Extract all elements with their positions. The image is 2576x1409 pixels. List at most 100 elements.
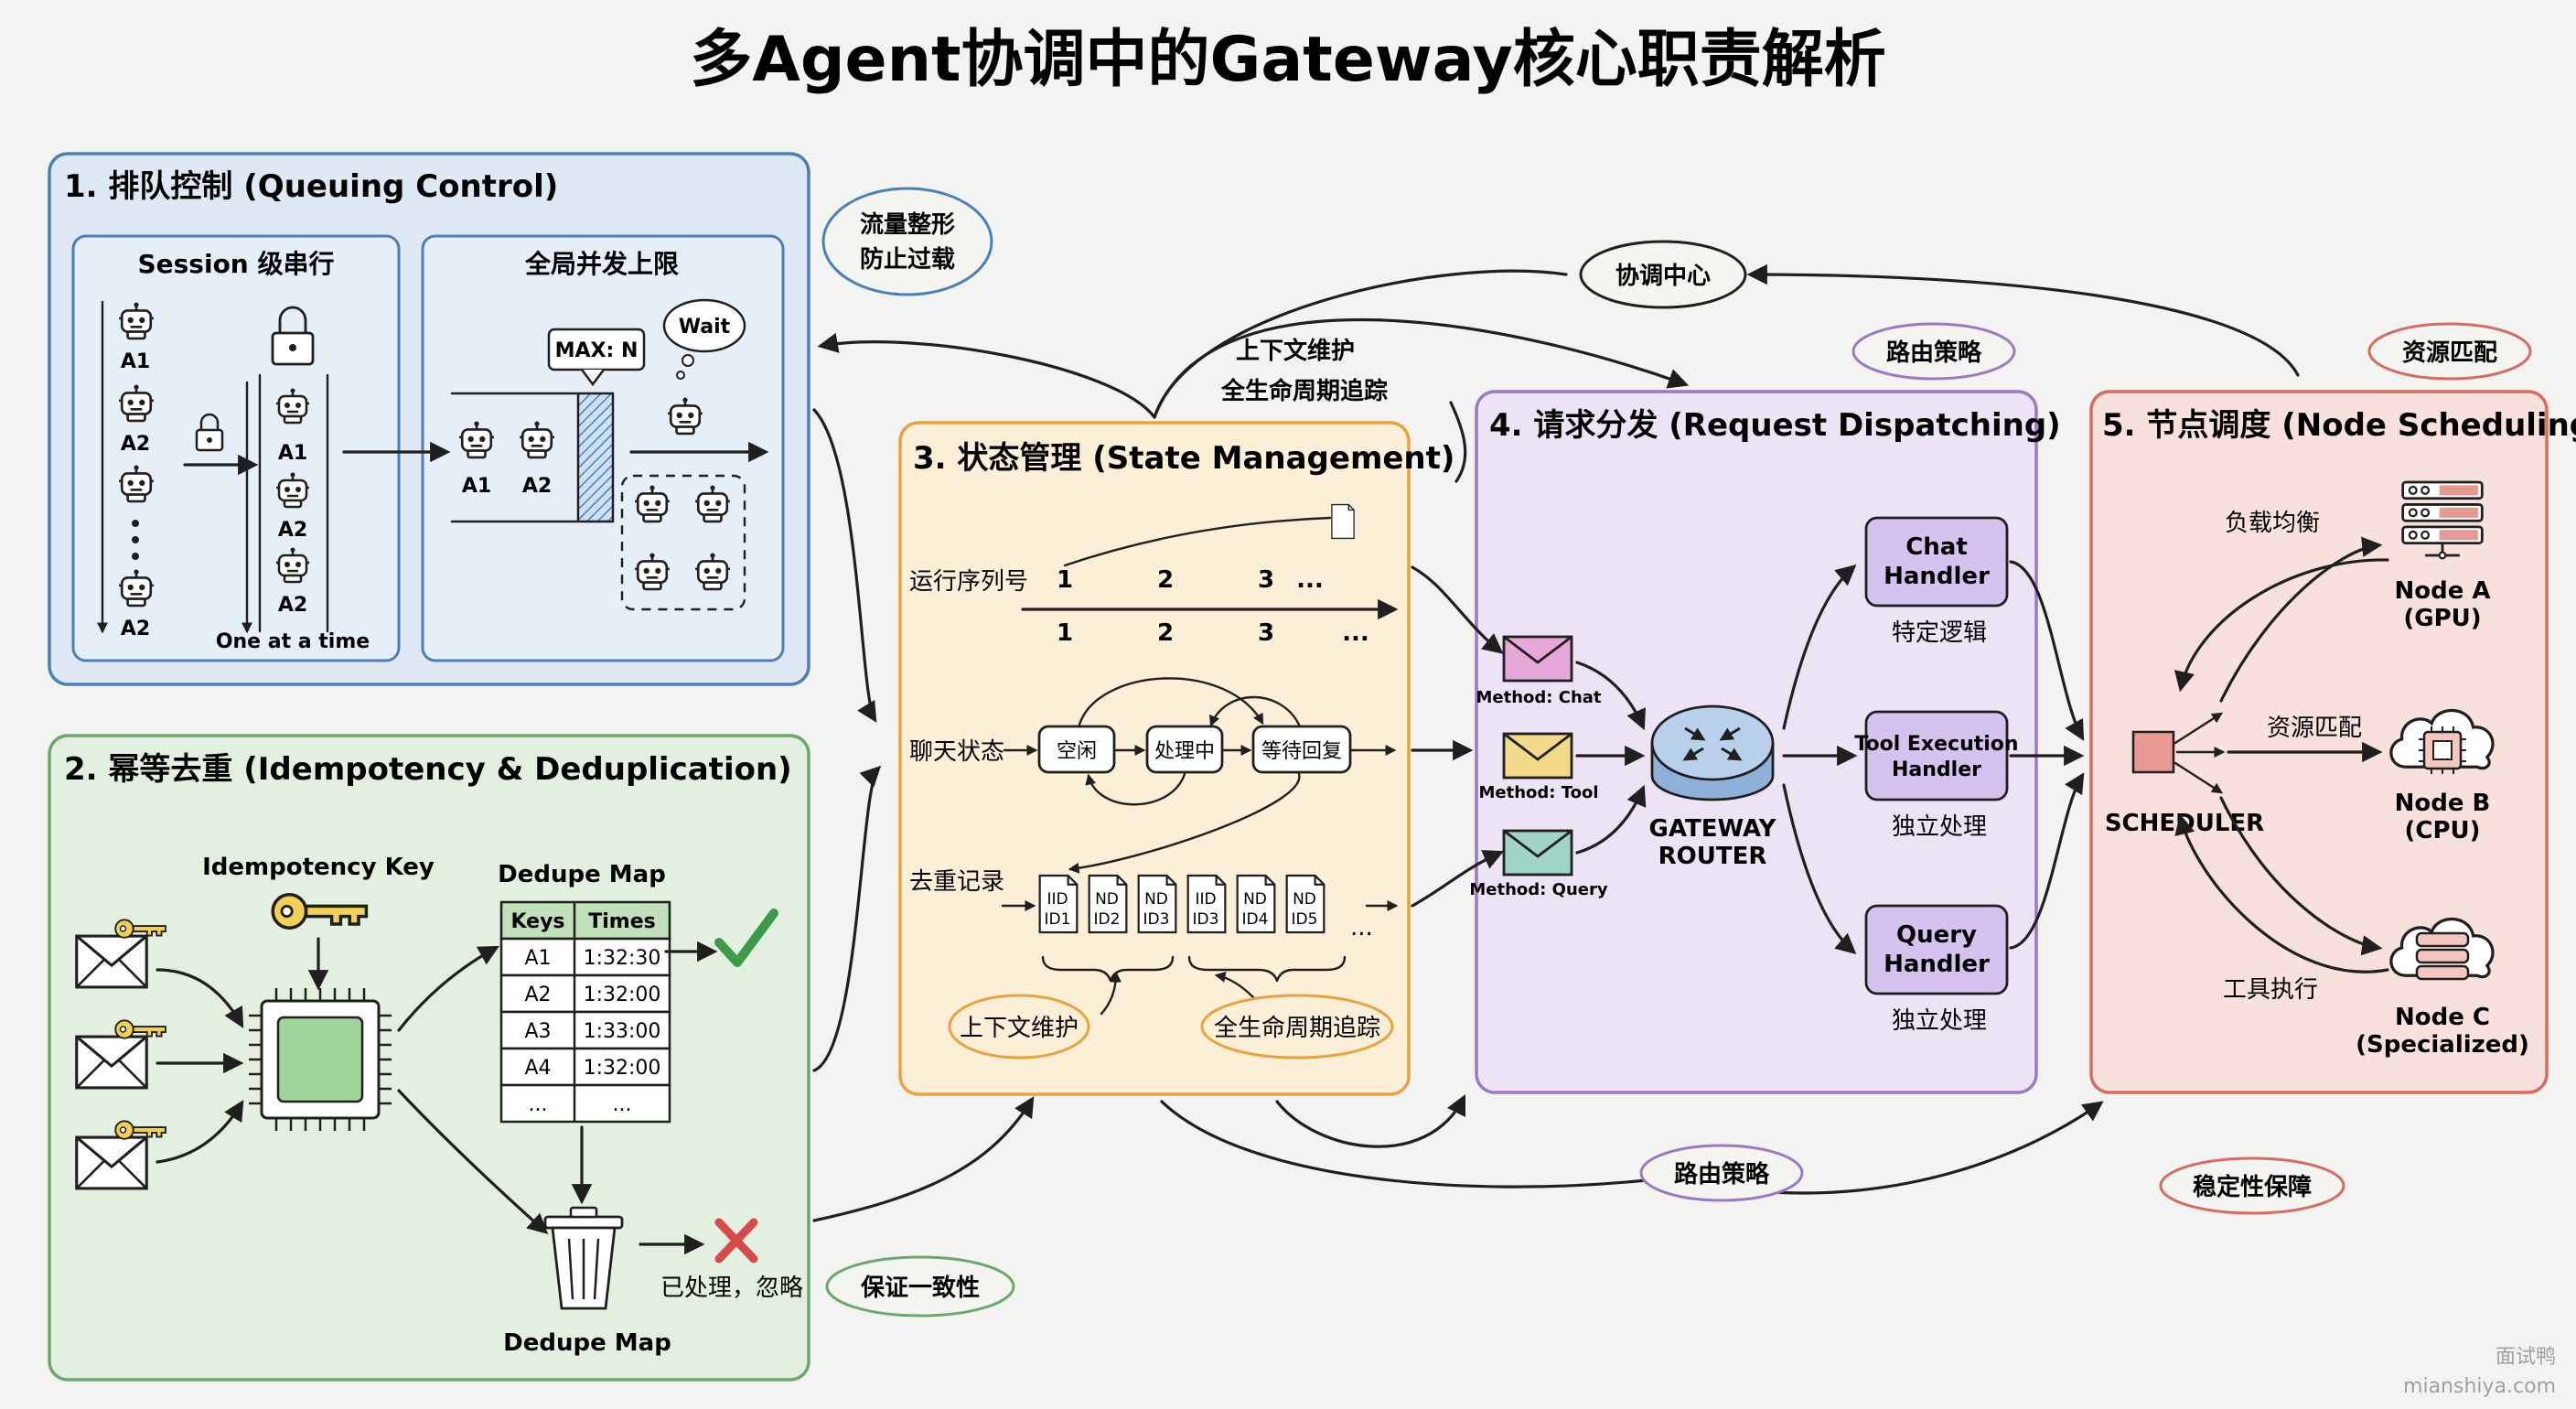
table-cell: A4 [524, 1057, 551, 1080]
table-header: Keys [510, 910, 564, 933]
context-bubble [948, 994, 1090, 1059]
svg-text:稳定性保障: 稳定性保障 [2193, 1173, 2312, 1201]
svg-text:保证一致性: 保证一致性 [860, 1274, 980, 1302]
watermark-text: 面试鸭 [2496, 1346, 2556, 1369]
node-name: Node A [2394, 577, 2490, 605]
seq-top: 3 [1258, 566, 1274, 594]
x-mark-icon [714, 1218, 758, 1264]
lock-icon [271, 306, 315, 366]
max-n-label: MAX: N [555, 339, 639, 362]
panel5-title: 5. 节点调度 (Node Scheduling) [2102, 407, 2576, 444]
seq-bottom: 1 [1057, 619, 1073, 647]
svg-text:上下文维护: 上下文维护 [1236, 337, 1355, 365]
panel-node-scheduling: 5. 节点调度 (Node Scheduling) SCHEDULER 负载均衡… [2089, 390, 2576, 1094]
cpu-chip-icon [2419, 726, 2466, 774]
bubble-coord-center: 协调中心 [1579, 240, 1747, 309]
panel-queuing-control: 1. 排队控制 (Queuing Control) Session 级串行 全局… [48, 152, 810, 686]
one-at-a-time-label: One at a time [216, 630, 370, 653]
thought-bubble [662, 298, 746, 353]
table-cell: 1:33:00 [584, 1020, 661, 1043]
wait-label: Wait [679, 316, 731, 339]
table-row [499, 1047, 671, 1087]
svg-text:路由策略: 路由策略 [1674, 1160, 1770, 1189]
envelope-icon [75, 934, 148, 989]
scheduler-icon [2131, 730, 2175, 774]
handler-caption: 特定逻辑 [1892, 619, 1987, 647]
gate-label: A1 [462, 475, 491, 498]
table-row [499, 1083, 671, 1124]
load-balance-label: 负载均衡 [2225, 510, 2320, 537]
state-label: 等待回复 [1261, 740, 1342, 763]
table-row [499, 973, 671, 1014]
envelope-tool-icon [1502, 732, 1573, 780]
chat-state-label: 聊天状态 [909, 738, 1004, 766]
dedupe-record-label: 去重记录 [909, 868, 1004, 896]
node-sub: (Specialized) [2356, 1031, 2529, 1059]
seq-top: ... [1296, 566, 1324, 594]
trash-label: Dedupe Map [503, 1329, 671, 1357]
svg-text:协调中心: 协调中心 [1615, 263, 1711, 290]
seq-top: 1 [1057, 566, 1073, 594]
svg-text:流量整形: 流量整形 [860, 210, 955, 239]
method-label: Method: Query [1469, 880, 1607, 899]
seq-top: 2 [1157, 566, 1174, 594]
svg-text:Handler: Handler [1884, 563, 1990, 590]
idempotency-key-label: Idempotency Key [202, 854, 435, 881]
doc-label: ID2 [1094, 910, 1121, 929]
queue-label: A2 [121, 433, 150, 456]
svg-text:Handler: Handler [1884, 951, 1990, 978]
envelope-icon [75, 1135, 148, 1190]
table-cell: ... [613, 1093, 632, 1116]
queue-label: A2 [278, 594, 307, 617]
table-cell: A2 [524, 984, 551, 1006]
svg-text:防止过载: 防止过载 [860, 246, 955, 274]
state-label: 空闲 [1057, 740, 1097, 763]
bubble-routing-bottom: 路由策略 [1639, 1144, 1804, 1202]
context-annotation: 上下文维护 全生命周期追踪 [1220, 337, 1388, 405]
processor-chip-icon [249, 988, 392, 1131]
svg-text:Handler: Handler [1892, 758, 1981, 781]
doc-label: ID5 [1292, 910, 1318, 929]
global-limit-title: 全局并发上限 [524, 249, 679, 279]
table-cell: 1:32:00 [584, 984, 661, 1006]
context-bubble-label: 上下文维护 [960, 1015, 1079, 1042]
doc-label: ND [1144, 890, 1168, 909]
bubble-stability: 稳定性保障 [2159, 1156, 2345, 1215]
queue-label: A1 [278, 442, 307, 465]
seq-bottom: 3 [1258, 619, 1274, 647]
svg-text:Tool Execution: Tool Execution [1854, 733, 2018, 756]
doc-ellipsis: ... [1350, 914, 1373, 941]
table-header: Times [588, 910, 656, 933]
session-serial-title: Session 级串行 [137, 249, 334, 279]
node-name: Node C [2395, 1004, 2490, 1031]
node-name: Node B [2395, 790, 2491, 817]
table-cell: A1 [524, 947, 551, 970]
method-label: Method: Chat [1476, 688, 1601, 707]
bubble-routing-top: 路由策略 [1852, 322, 2016, 381]
queue-label: A2 [278, 519, 307, 542]
gate-label: A2 [522, 475, 552, 498]
connectors [812, 264, 2300, 1222]
panel-state-management: 3. 状态管理 (State Management) 运行序列号 1 2 3 .… [898, 421, 1454, 1096]
watermark-text: mianshiya.com [2403, 1375, 2556, 1398]
document-icon [1331, 503, 1355, 540]
dedupe-map-title: Dedupe Map [498, 861, 666, 888]
doc-label: ID3 [1143, 910, 1170, 929]
svg-text:Chat: Chat [1905, 533, 1968, 561]
table-cell: 1:32:30 [584, 947, 661, 970]
state-label: 处理中 [1154, 740, 1215, 763]
svg-text:Query: Query [1896, 921, 1977, 949]
tool-execution-handler: Tool Execution Handler [1854, 710, 2019, 801]
handler-caption: 独立处理 [1892, 813, 1987, 841]
gateway-router-icon [1650, 704, 1775, 801]
query-handler: Query Handler [1864, 904, 2009, 995]
queue-label: A1 [121, 350, 150, 373]
chat-handler: Chat Handler [1864, 516, 2009, 608]
main-title: 多Agent协调中的Gateway核心职责解析 [690, 24, 1886, 96]
panel-idempotency: 2. 幂等去重 (Idempotency & Deduplication) Id… [48, 734, 810, 1382]
panel2-title: 2. 幂等去重 (Idempotency & Deduplication) [64, 751, 792, 788]
panel4-title: 4. 请求分发 (Request Dispatching) [1489, 407, 2061, 444]
